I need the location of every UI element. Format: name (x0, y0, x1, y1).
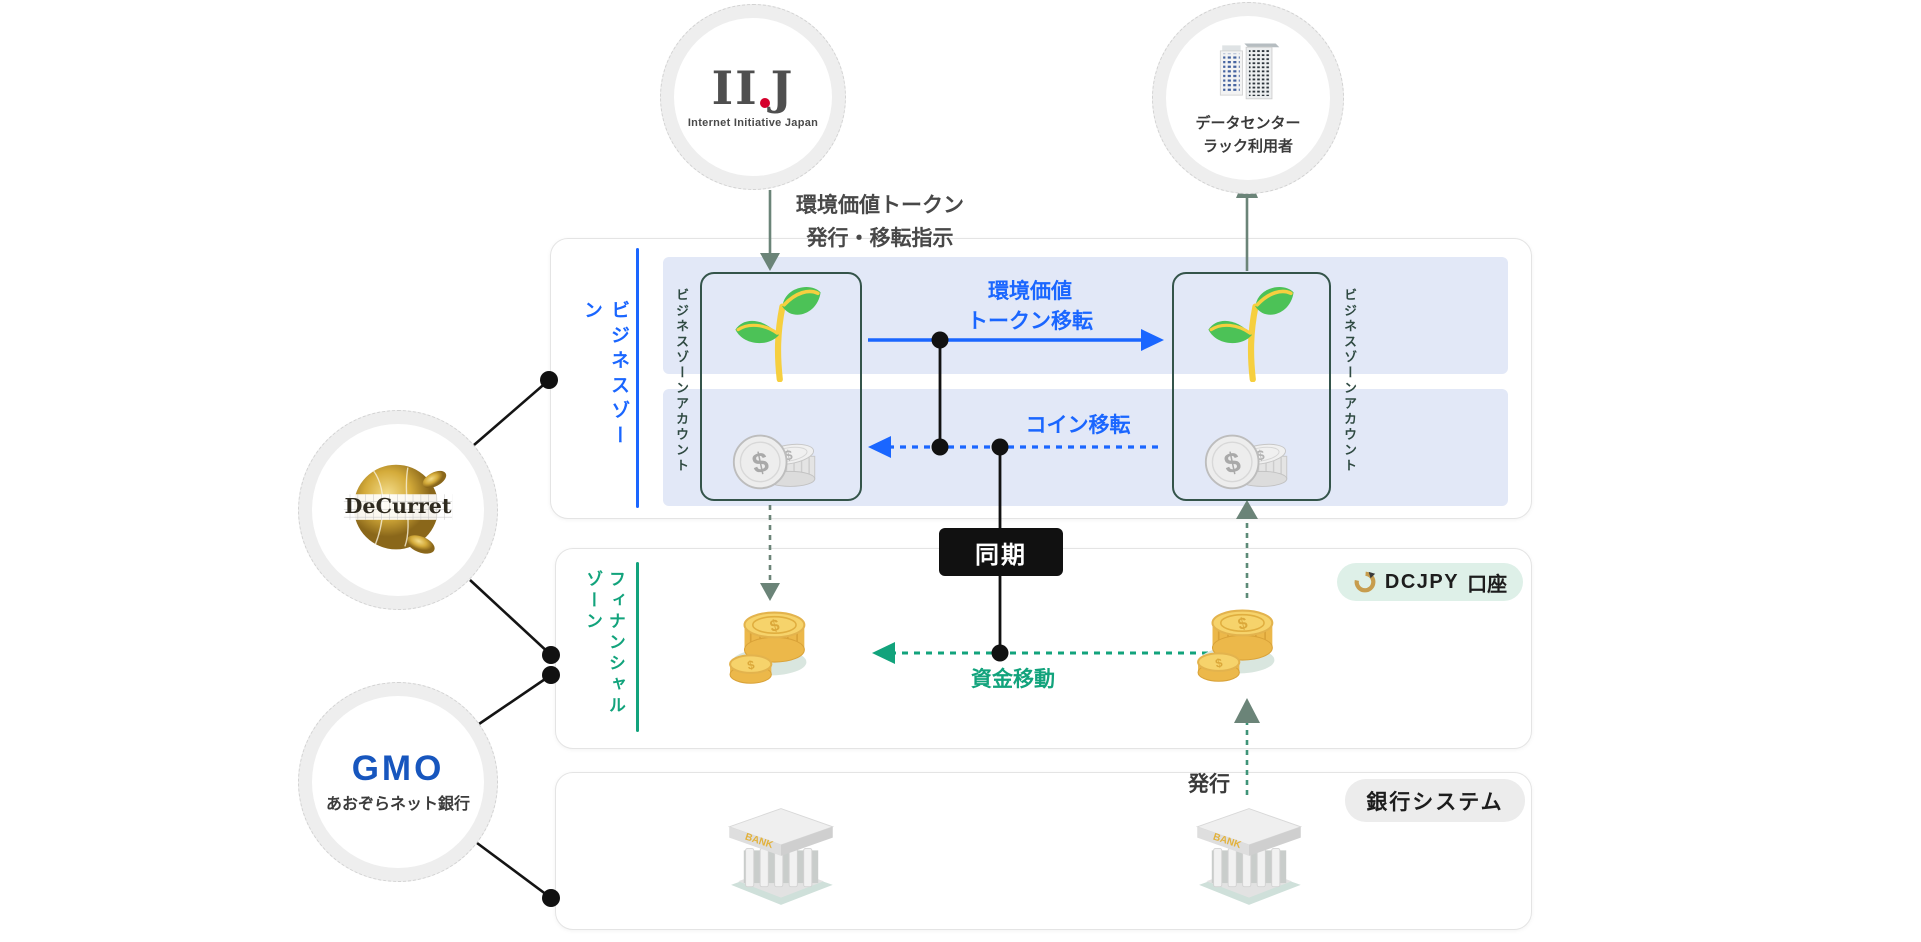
gmo-circle: GMO あおぞらネット銀行 (298, 682, 498, 882)
decurret-business-line (473, 379, 550, 446)
iij-logo-text-right: J (770, 61, 795, 115)
issue-instruction-label: 環境価値トークン 発行・移転指示 (796, 190, 964, 255)
dcjpy-account-badge: DCJPY 口座 (1337, 563, 1523, 601)
silver-coins-icon: $ $ (1203, 413, 1299, 498)
coin-symbol: $ (1214, 656, 1224, 671)
coin-symbol: $ (783, 447, 793, 464)
leaf-token-icon (1196, 280, 1306, 387)
financial-zone-divider-line (636, 562, 639, 732)
business-zone-label: ビジネスゾーン (581, 300, 629, 450)
decurret-circle: DeCurret (298, 410, 498, 610)
left-business-account-box (700, 272, 862, 501)
leaf-token-icon (723, 280, 833, 387)
token-row-band (663, 257, 1508, 374)
iij-logo-subtext: Internet Initiative Japan (687, 117, 819, 129)
token-transfer-label: 環境価値 トークン移転 (967, 277, 1093, 338)
datacenter-user-label: データセンター ラック利用者 (1195, 112, 1300, 159)
gmo-financial-line (478, 673, 552, 726)
decurret-logo-text: DeCurret (345, 494, 452, 518)
datacenter-user-circle: データセンター ラック利用者 (1152, 2, 1344, 194)
coin-symbol: $ (1236, 614, 1249, 634)
bank-building-icon: BANK (722, 790, 840, 923)
gmo-logo-subtext: あおぞらネット銀行 (325, 795, 470, 813)
gmo-logo-text: GMO (351, 748, 445, 788)
coin-symbol: $ (1221, 445, 1243, 480)
issue-instruction-line1: 環境価値トークン (796, 194, 964, 217)
right-business-account-box (1172, 272, 1331, 501)
coin-symbol: $ (749, 445, 771, 480)
coin-symbol: $ (1255, 447, 1265, 464)
coin-transfer-label: コイン移転 (1025, 414, 1131, 437)
silver-coins-icon: $ $ (731, 413, 827, 498)
iij-red-dot-icon (759, 98, 770, 108)
dcjpy-badge-brand: DCJPY (1384, 570, 1460, 593)
buildings-icon (1219, 43, 1280, 99)
token-transfer-line1: 環境価値 (988, 280, 1072, 303)
bank-system-badge: 銀行システム (1345, 779, 1525, 822)
coin-symbol: $ (746, 658, 756, 673)
fund-transfer-label: 資金移動 (971, 668, 1055, 691)
datacenter-label-line1: データセンター (1195, 114, 1301, 132)
decurret-financial-line (469, 579, 552, 656)
left-account-label: ビジネスゾーンアカウント (674, 288, 689, 474)
token-transfer-line2: トークン移転 (967, 310, 1093, 334)
sync-label: 同期 (975, 541, 1027, 569)
gold-coins-icon: $ $ (728, 596, 826, 696)
decurret-logo-icon: DeCurret (343, 464, 453, 554)
bank-building-icon: BANK (1190, 790, 1308, 923)
gmo-bank-line (476, 841, 552, 900)
business-zone-divider-line (636, 248, 639, 508)
iij-logo-text-left: II (711, 61, 759, 115)
sync-label-box: 同期 (939, 528, 1063, 576)
right-account-label: ビジネスゾーンアカウント (1342, 288, 1357, 474)
issue-label: 発行 (1188, 773, 1230, 796)
financial-zone-label: フィナンシャル ゾーン (582, 570, 625, 717)
dcjpy-logo-icon (1354, 571, 1376, 593)
gold-coins-icon: $ $ (1196, 594, 1294, 694)
coin-symbol: $ (768, 616, 781, 636)
dcjpy-badge-suffix: 口座 (1467, 573, 1508, 596)
issue-instruction-line2: 発行・移転指示 (806, 226, 954, 250)
datacenter-label-line2: ラック利用者 (1202, 138, 1293, 155)
